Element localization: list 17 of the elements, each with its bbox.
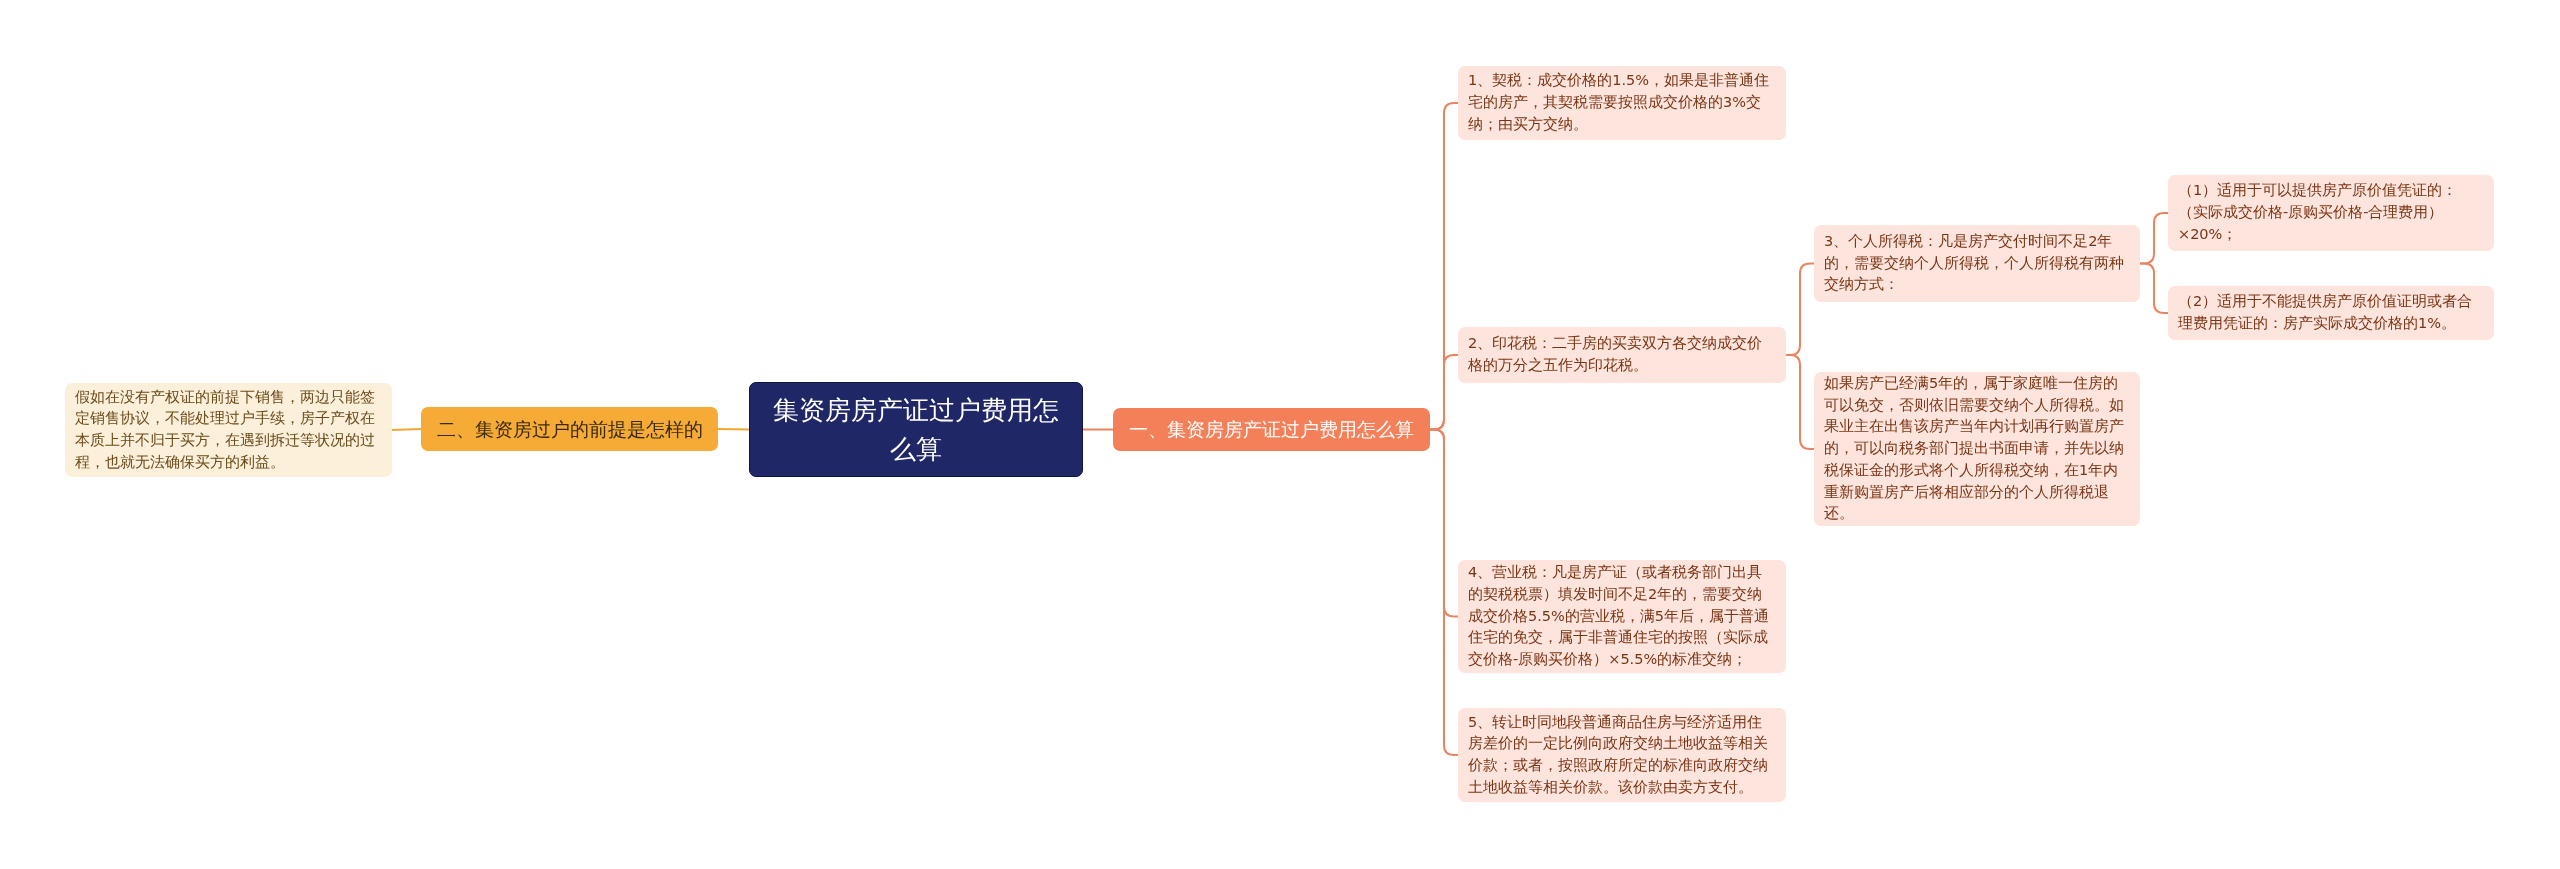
subtopic-box: 2、印花税：二手房的买卖双方各交纳成交价格的万分之五作为印花税。 — [1458, 327, 1786, 383]
topic-box: 一、集资房房产证过户费用怎么算 — [1113, 408, 1430, 451]
connector-line — [391, 428, 422, 431]
connector-line — [1082, 428, 1114, 431]
central-topic-box: 集资房房产证过户费用怎么算 — [749, 382, 1083, 477]
subtopic-box: 5、转让时同地段普通商品住房与经济适用住房差价的一定比例向政府交纳土地收益等相关价款；或者，按照政府所定的标准向政府交纳土地收益等相关价款。该价款由卖方支付。 — [1458, 708, 1786, 802]
subtopic-box: 1、契税：成交价格的1.5%，如果是非普通住宅的房产，其契税需要按照成交价格的3%交纳；由买方交纳。 — [1458, 66, 1786, 140]
topic-box: 二、集资房过户的前提是怎样的 — [421, 407, 718, 451]
connector-line — [1429, 428, 1459, 756]
subtopic-box: 如果房产已经满5年的，属于家庭唯一住房的可以免交，否则依旧需要交纳个人所得税。如果业主在出售该房产当年内计划再行购置房产的，可以向税务部门提出书面申请，并先以纳税保证金的形式将个人所得税交纳，在1年内重新购置房产后将相应部分的个人所得税退还。 — [1814, 372, 2140, 526]
subtopic-box: 4、营业税：凡是房产证（或者税务部门出具的契税税票）填发时间不足2年的，需要交纳成交价格5.5%的营业税，满5年后，属于普通住宅的免交，属于非普通住宅的按照（实际成交价格-原购买价格）×5.5%的标准交纳； — [1458, 560, 1786, 673]
subtopic-box: 3、个人所得税：凡是房产交付时间不足2年的，需要交纳个人所得税，个人所得税有两种交纳方式： — [1814, 225, 2140, 302]
subtopic-box: （1）适用于可以提供房产原价值凭证的：（实际成交价格-原购买价格-合理费用）×20%； — [2168, 175, 2494, 251]
connector-line — [2139, 262, 2169, 314]
subtopic-box: 假如在没有产权证的前提下销售，两边只能签定销售协议，不能处理过户手续，房子产权在本质上并不归于买方，在遇到拆迁等状况的过程，也就无法确保买方的利益。 — [65, 383, 392, 477]
subtopic-box: （2）适用于不能提供房产原价值证明或者合理费用凭证的：房产实际成交价格的1%。 — [2168, 286, 2494, 340]
connector-line — [717, 428, 750, 431]
